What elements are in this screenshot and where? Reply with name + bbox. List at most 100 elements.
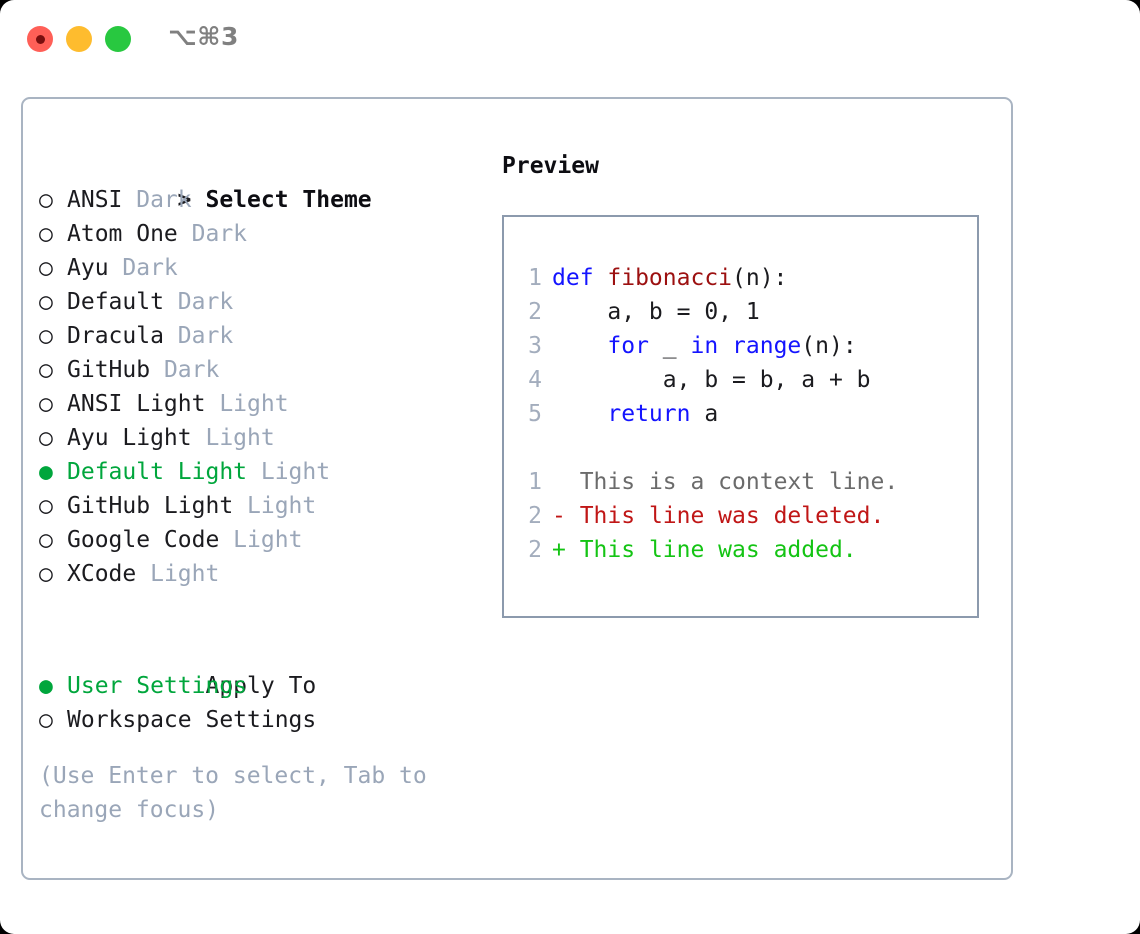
- diff-text: This line was deleted.: [579, 503, 885, 529]
- theme-name: Dracula: [67, 323, 164, 349]
- theme-list-item[interactable]: ○ GitHub Light Light: [39, 489, 479, 523]
- code-token: (n):: [732, 265, 788, 291]
- code-token: for: [607, 333, 663, 359]
- apply-to-item[interactable]: ○ Workspace Settings: [39, 703, 479, 737]
- section-spacer: [39, 591, 479, 635]
- line-number: 1: [528, 469, 542, 495]
- cursor-prefix-icon: >: [177, 187, 206, 213]
- line-number: 1: [528, 265, 542, 291]
- apply-to-label: Apply To: [205, 673, 317, 699]
- radio-selected-icon[interactable]: ●: [39, 459, 53, 485]
- zoom-button[interactable]: [105, 26, 131, 52]
- close-button[interactable]: [27, 26, 53, 52]
- theme-name: ANSI: [67, 187, 123, 213]
- code-token: a: [704, 401, 719, 427]
- radio-unselected-icon[interactable]: ○: [39, 255, 53, 281]
- theme-list-item[interactable]: ○ ANSI Dark: [39, 183, 479, 217]
- code-blank-line: [516, 431, 973, 465]
- theme-name: GitHub: [67, 357, 151, 383]
- radio-unselected-icon[interactable]: ○: [39, 707, 53, 733]
- minimize-button[interactable]: [66, 26, 92, 52]
- theme-variant-tag: Dark: [163, 289, 234, 315]
- diff-sign: -: [552, 503, 580, 529]
- radio-unselected-icon[interactable]: ○: [39, 391, 53, 417]
- apply-to-list: ● User Settings ○ Workspace Settings: [39, 669, 479, 737]
- main-panel: > Select Theme ○ANSI Dark○Atom One Dark○…: [21, 97, 1013, 880]
- theme-variant-tag: Dark: [150, 357, 220, 383]
- line-number: 2: [528, 299, 542, 325]
- theme-list-item[interactable]: ○ GitHub Dark: [39, 353, 479, 387]
- radio-unselected-icon[interactable]: ○: [39, 323, 53, 349]
- line-number: 3: [528, 333, 542, 359]
- diff-text: This is a context line.: [579, 469, 899, 495]
- theme-name: Google Code: [67, 527, 220, 553]
- theme-name: Ayu: [67, 255, 109, 281]
- diff-text: This line was added.: [579, 537, 857, 563]
- code-token: return: [607, 401, 705, 427]
- apply-to-item[interactable]: ● User Settings: [39, 669, 479, 703]
- radio-unselected-icon[interactable]: ○: [39, 289, 53, 315]
- theme-list-item[interactable]: ○ Default Dark: [39, 285, 479, 319]
- code-indent: [552, 401, 607, 427]
- radio-unselected-icon[interactable]: ○: [39, 221, 53, 247]
- theme-variant-tag: Light: [205, 391, 289, 417]
- theme-list-item[interactable]: ○ Ayu Dark: [39, 251, 479, 285]
- line-number: 4: [528, 367, 542, 393]
- radio-unselected-icon[interactable]: ○: [39, 425, 53, 451]
- theme-name: Default Light: [67, 459, 248, 485]
- diff-sign: [552, 469, 580, 495]
- radio-unselected-icon[interactable]: ○: [39, 527, 53, 553]
- radio-selected-icon[interactable]: ●: [39, 673, 53, 699]
- apply-to-header: Apply To: [39, 635, 479, 699]
- line-number: 2: [528, 537, 542, 563]
- diff-line-ctx: 1 This is a context line.: [516, 465, 973, 499]
- code-token: fibonacci: [607, 265, 733, 291]
- theme-variant-tag: Light: [219, 527, 303, 553]
- theme-list-item[interactable]: ●Default Light Light: [39, 455, 479, 489]
- code-token: range: [732, 333, 802, 359]
- select-theme-header: > Select Theme: [39, 149, 479, 213]
- theme-list-item[interactable]: ○Atom One Dark: [39, 217, 479, 251]
- code-token: a, b = b, a + b: [662, 367, 871, 393]
- theme-name: Default: [67, 289, 164, 315]
- radio-unselected-icon[interactable]: ○: [39, 357, 53, 383]
- apply-to-name: Workspace Settings: [67, 707, 317, 733]
- code-line: 2 a, b = 0, 1: [516, 295, 973, 329]
- line-number: 2: [528, 503, 542, 529]
- diff-sign: +: [552, 537, 580, 563]
- theme-list: ○ANSI Dark○Atom One Dark○Ayu Dark○Defaul…: [39, 183, 479, 591]
- code-token: (n):: [801, 333, 857, 359]
- theme-picker-column: > Select Theme ○ANSI Dark○Atom One Dark○…: [39, 149, 479, 737]
- keyboard-hint-text: (Use Enter to select, Tab to change focu…: [39, 763, 441, 823]
- theme-name: GitHub Light: [67, 493, 234, 519]
- radio-unselected-icon[interactable]: ○: [39, 187, 53, 213]
- theme-variant-tag: Dark: [163, 323, 234, 349]
- theme-list-item[interactable]: ○ Google Code Light: [39, 523, 479, 557]
- window-title: ⌥⌘3: [168, 22, 239, 51]
- theme-variant-tag: Dark: [177, 221, 248, 247]
- code-token: _: [662, 333, 691, 359]
- select-theme-label: Select Theme: [205, 187, 372, 213]
- theme-variant-tag: Light: [233, 493, 317, 519]
- theme-variant-tag: Dark: [108, 255, 178, 281]
- radio-unselected-icon[interactable]: ○: [39, 493, 53, 519]
- theme-variant-tag: Light: [136, 561, 220, 587]
- window-controls: [27, 26, 131, 52]
- theme-list-item[interactable]: ○XCode Light: [39, 557, 479, 591]
- code-token: in: [690, 333, 733, 359]
- code-indent: [552, 333, 607, 359]
- theme-list-item[interactable]: ○ANSI Light Light: [39, 387, 479, 421]
- theme-list-item[interactable]: ○Ayu Light Light: [39, 421, 479, 455]
- code-line: 5 return a: [516, 397, 973, 431]
- apply-to-name: User Settings: [67, 673, 248, 699]
- theme-variant-tag: Dark: [122, 187, 192, 213]
- radio-unselected-icon[interactable]: ○: [39, 561, 53, 587]
- code-indent: [552, 367, 663, 393]
- theme-list-item[interactable]: ○ Dracula Dark: [39, 319, 479, 353]
- code-indent: [552, 299, 607, 325]
